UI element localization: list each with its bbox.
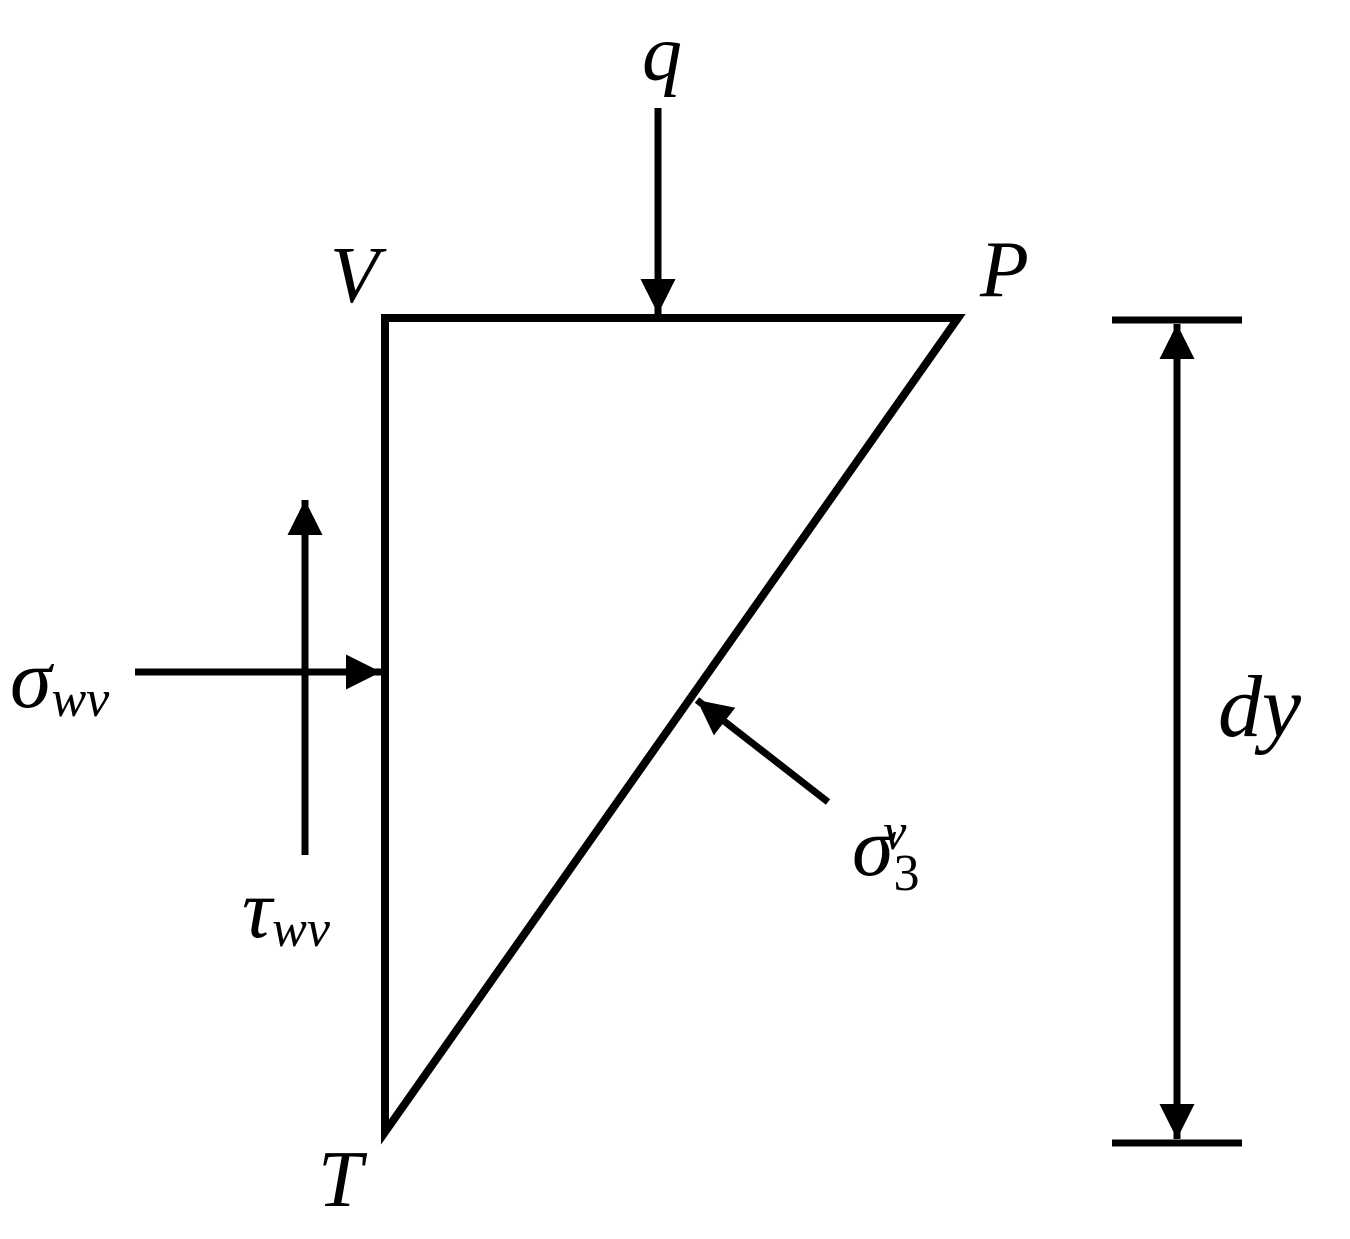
label-p: P	[980, 226, 1029, 314]
label-q: q	[642, 10, 682, 98]
sigma3-superscript: v	[883, 804, 907, 862]
sigma3-subscript: 3	[893, 844, 920, 902]
tau-wv-symbol: τ	[242, 863, 273, 956]
label-dy: dy	[1218, 659, 1302, 756]
sigma-wv-subscript: wv	[51, 671, 110, 729]
label-v: V	[330, 232, 379, 320]
label-sigma-wv: σwv	[10, 638, 109, 726]
triangle-element	[381, 314, 966, 1145]
sigma3-symbol: σ	[852, 801, 894, 894]
label-t: T	[318, 1136, 363, 1224]
tau-wv-subscript: wv	[272, 901, 330, 959]
sigma-wv-symbol: σ	[10, 633, 52, 726]
label-tau-wv: τwv	[242, 868, 330, 956]
sigma3-arrow	[694, 697, 831, 805]
